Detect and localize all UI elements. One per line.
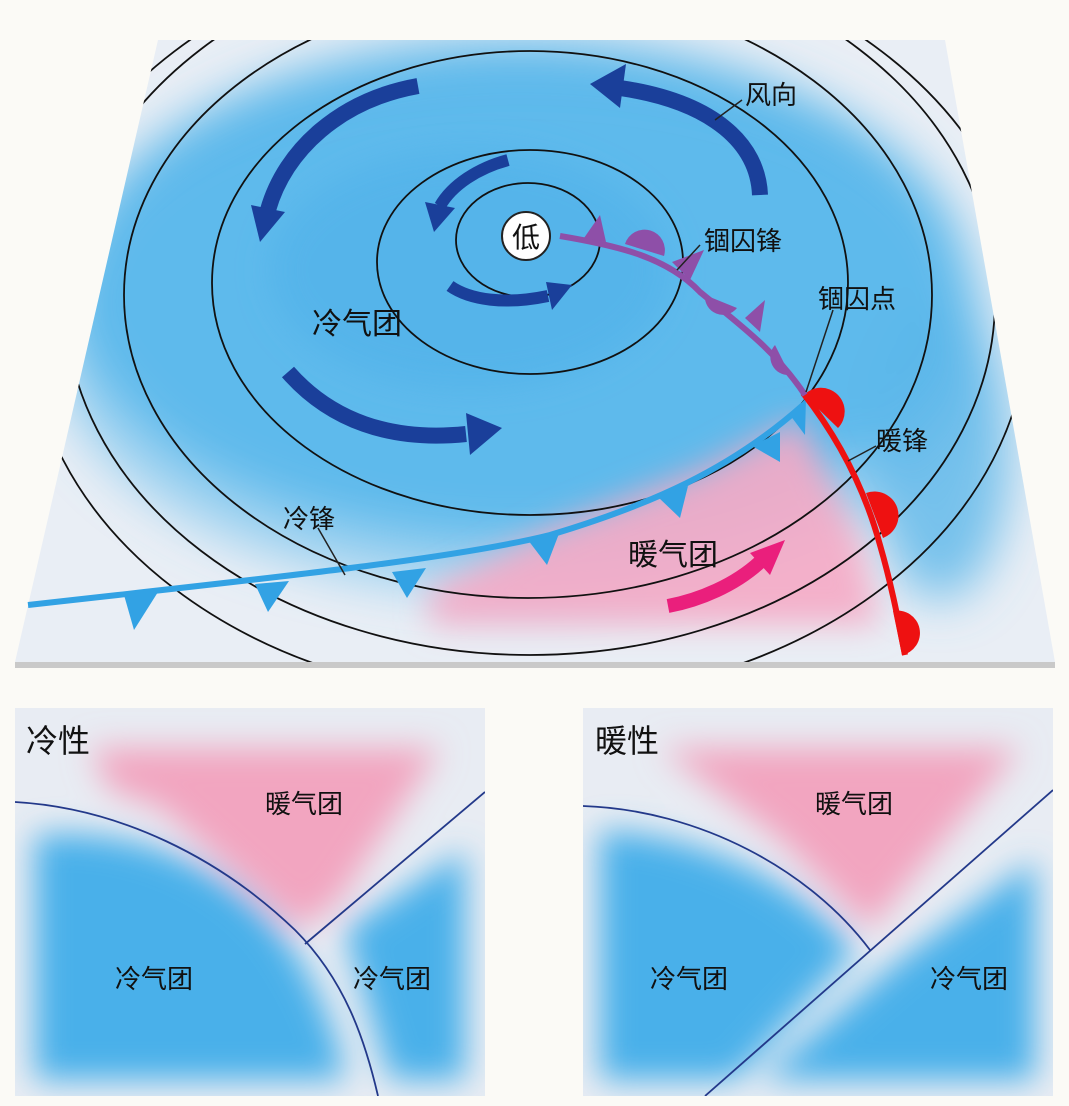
warm-air-arrow <box>666 540 785 613</box>
occluded-front-semicircle <box>704 295 737 315</box>
cold-front <box>27 398 806 630</box>
warm-type-lower-boundary <box>704 789 1053 1096</box>
warm-front-semicircle <box>893 610 920 655</box>
warm-type-warm-air-label: 暖气团 <box>815 790 893 820</box>
occlusion-point-label: 锢囚点 <box>818 285 896 315</box>
cold-front-triangle <box>658 486 688 518</box>
cold-type-upper-boundary <box>304 791 485 945</box>
cold-type-warm-air-region <box>90 748 440 930</box>
occluded-front-triangle <box>672 250 704 280</box>
wind-direction-leader <box>714 99 743 121</box>
occluded-front <box>559 215 808 397</box>
cold-front-triangle <box>124 592 158 630</box>
occluded-front-semicircle <box>770 345 790 376</box>
wind-direction-label: 风向 <box>745 81 797 111</box>
warm-type-cold-air-left-region <box>600 830 855 1080</box>
wind-arrow-top-right <box>590 64 768 196</box>
cold-type-title: 冷性 <box>26 722 90 760</box>
warm-front <box>800 387 920 656</box>
warm-type-warm-air-region <box>660 748 1020 930</box>
warm-type-cold-air-right-region <box>760 860 1035 1080</box>
warm-front-label: 暖锋 <box>876 427 928 457</box>
warm-air-region <box>430 418 880 625</box>
cold-air-mass-label: 冷气团 <box>312 307 402 342</box>
leader-lines <box>317 99 877 576</box>
occluded-front-triangle <box>745 300 765 332</box>
warm-type-front-boundary <box>583 805 871 951</box>
map-base-shadow <box>15 662 1055 668</box>
occluded-front-semicircle <box>625 229 665 256</box>
warm-type-title: 暖性 <box>595 722 659 760</box>
cold-front-triangle <box>392 568 426 598</box>
warm-front-semicircle <box>804 387 845 428</box>
low-center-circle <box>501 211 551 261</box>
occluded-front-triangle <box>584 215 606 242</box>
occlusion-point-leader <box>805 309 834 393</box>
warm-type-panel: 暖性 暖气团 冷气团 冷气团 <box>583 708 1053 1096</box>
cold-front-label: 冷锋 <box>283 505 335 535</box>
cold-type-warm-air-label: 暖气团 <box>265 790 343 820</box>
wind-arrow-bottom <box>281 366 502 455</box>
low-center-label: 低 <box>512 221 540 254</box>
cold-type-cold-air-left-region <box>35 833 345 1080</box>
wind-arrows <box>251 64 785 613</box>
low-pressure-center: 低 <box>501 211 551 261</box>
cold-front-triangle <box>752 432 780 462</box>
wind-arrow-top-left <box>251 78 420 242</box>
cold-front-triangle <box>528 531 560 565</box>
cold-front-leader <box>317 527 346 576</box>
main-map: 低 风向 锢囚锋 锢囚点 暖锋 冷锋 冷气团 暖气团 <box>15 40 1055 668</box>
cold-front-triangle <box>255 581 289 612</box>
cold-front-triangle <box>790 398 806 435</box>
wind-arrow-inner-left <box>425 154 510 232</box>
cold-type-cold-air-right-label: 冷气团 <box>353 965 431 995</box>
warm-front-leader <box>847 445 877 462</box>
occluded-front-leader <box>676 244 701 271</box>
wind-arrow-inner-bottom <box>446 280 572 310</box>
cold-type-cold-air-left-label: 冷气团 <box>115 965 193 995</box>
warm-type-cold-air-left-label: 冷气团 <box>650 965 728 995</box>
cold-air-region-right <box>870 300 1010 600</box>
warm-type-cold-air-right-label: 冷气团 <box>930 965 1008 995</box>
cold-air-core-highlight <box>270 150 670 390</box>
cold-type-cold-air-right-region <box>345 850 465 1080</box>
cold-type-panel: 冷性 暖气团 冷气团 冷气团 <box>15 708 485 1096</box>
warm-air-mass-label: 暖气团 <box>628 538 718 573</box>
occluded-front-label: 锢囚锋 <box>704 227 782 257</box>
cold-type-front-boundary <box>15 801 379 1096</box>
warm-front-semicircle <box>866 491 899 538</box>
isobar-4 <box>123 40 933 599</box>
isobar-3 <box>211 50 849 516</box>
